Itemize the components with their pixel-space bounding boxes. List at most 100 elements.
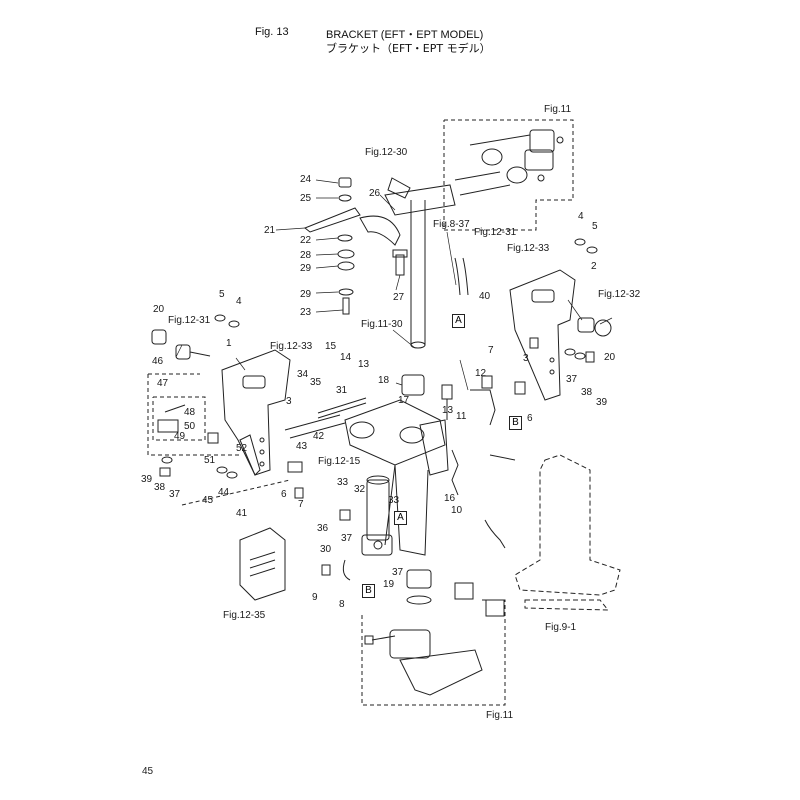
part-number: 20	[153, 304, 165, 315]
part-number: 49	[174, 431, 186, 442]
diagram-title: BRACKET (EFT・EPT MODEL)	[326, 29, 484, 41]
part-number: 42	[313, 431, 325, 442]
part-number: 45	[202, 495, 214, 506]
part-number: 3	[286, 396, 292, 407]
part-number: 24	[300, 174, 312, 185]
connector-a-right: A	[452, 314, 465, 328]
part-number: 22	[300, 235, 312, 246]
right-clamp-bracket	[509, 269, 576, 401]
part-number: 18	[378, 375, 390, 386]
ref-fig12-30: Fig.12-30	[365, 147, 408, 158]
ref-fig12-35: Fig.12-35	[223, 610, 266, 621]
connector-b-right: B	[509, 416, 522, 430]
ref-fig12-33-right: Fig.12-33	[507, 243, 550, 254]
tiller-grip-part	[239, 527, 286, 601]
part-number: 44	[218, 487, 230, 498]
left-small-parts	[151, 314, 351, 576]
part-number: 37	[392, 567, 404, 578]
page-number: 45	[142, 766, 154, 777]
part-number: 51	[204, 455, 216, 466]
part-number: 20	[604, 352, 616, 363]
part-number: 23	[300, 307, 312, 318]
part-number: 29	[300, 263, 312, 274]
part-number: 32	[354, 484, 366, 495]
part-number: 46	[152, 356, 164, 367]
ref-fig9-1: Fig.9-1	[545, 622, 577, 633]
part-number: 4	[236, 296, 242, 307]
part-number: 27	[393, 292, 405, 303]
ref-fig12-31-left: Fig.12-31	[168, 315, 211, 326]
part-number: 33	[388, 495, 400, 506]
bottom-tiller-parts	[364, 629, 483, 696]
fig11-dashed-region-top	[443, 119, 574, 231]
part-number: 43	[296, 441, 308, 452]
harness-and-small-parts	[441, 257, 526, 617]
part-number: 29	[300, 289, 312, 300]
part-number: 1	[226, 338, 232, 349]
part-number: 37	[566, 374, 578, 385]
part-number: 37	[341, 533, 353, 544]
part-number: 28	[300, 250, 312, 261]
part-number: 31	[336, 385, 348, 396]
bushings	[401, 374, 432, 605]
ref-fig12-32: Fig.12-32	[598, 289, 641, 300]
part-number: 25	[300, 193, 312, 204]
swivel-bracket	[344, 399, 449, 556]
part-number: 6	[281, 489, 287, 500]
part-number: 13	[358, 359, 370, 370]
part-number: 38	[581, 387, 593, 398]
part-number: 34	[297, 369, 309, 380]
ref-fig12-15: Fig.12-15	[318, 456, 361, 467]
part-number: 39	[596, 397, 608, 408]
ref-fig12-31-right: Fig.12-31	[474, 227, 517, 238]
part-number: 41	[236, 508, 248, 519]
part-number: 35	[310, 377, 322, 388]
part-number: 40	[479, 291, 491, 302]
part-number: 13	[442, 405, 454, 416]
leader-lines	[175, 179, 613, 391]
part-number: 48	[184, 407, 196, 418]
ref-fig11-bottom: Fig.11	[486, 710, 514, 721]
part-number: 33	[337, 477, 349, 488]
steering-shaft	[384, 177, 456, 349]
left-clamp-bracket	[221, 349, 291, 476]
right-small-parts	[529, 238, 612, 363]
part-number: 4	[578, 211, 584, 222]
ref-fig11-30: Fig.11-30	[361, 319, 403, 330]
tilt-shafts	[284, 397, 367, 439]
stacked-washers	[304, 177, 408, 315]
ref-fig12-33-left: Fig.12-33	[270, 341, 313, 352]
part-number: 37	[169, 489, 181, 500]
fig11-dashed-region-bottom	[361, 599, 506, 706]
part-number: 12	[475, 368, 487, 379]
part-number: 17	[398, 395, 410, 406]
left-dashed-group	[147, 373, 291, 506]
part-number: 8	[339, 599, 345, 610]
part-number: 5	[219, 289, 225, 300]
part-number: 10	[451, 505, 463, 516]
part-number: 19	[383, 579, 395, 590]
part-number: 11	[456, 411, 467, 422]
part-number: 3	[523, 353, 529, 364]
part-number: 50	[184, 421, 196, 432]
part-number: 9	[312, 592, 318, 603]
part-number: 38	[154, 482, 166, 493]
tiller-hardware-group	[454, 129, 564, 196]
part-number: 6	[527, 413, 533, 424]
part-number: 21	[264, 225, 276, 236]
figure-number: Fig. 13	[255, 26, 289, 38]
tilt-cylinder-assembly	[342, 475, 393, 581]
part-number: 15	[325, 341, 337, 352]
lower-unit-outline	[514, 454, 621, 611]
part-number: 47	[157, 378, 169, 389]
part-number: 5	[592, 221, 598, 232]
part-number: 16	[444, 493, 456, 504]
part-number: 30	[320, 544, 332, 555]
part-number: 7	[488, 345, 494, 356]
part-number: 52	[236, 443, 248, 454]
part-number: 7	[298, 499, 304, 510]
connector-a-center: A	[394, 511, 407, 525]
part-number: 36	[317, 523, 329, 534]
